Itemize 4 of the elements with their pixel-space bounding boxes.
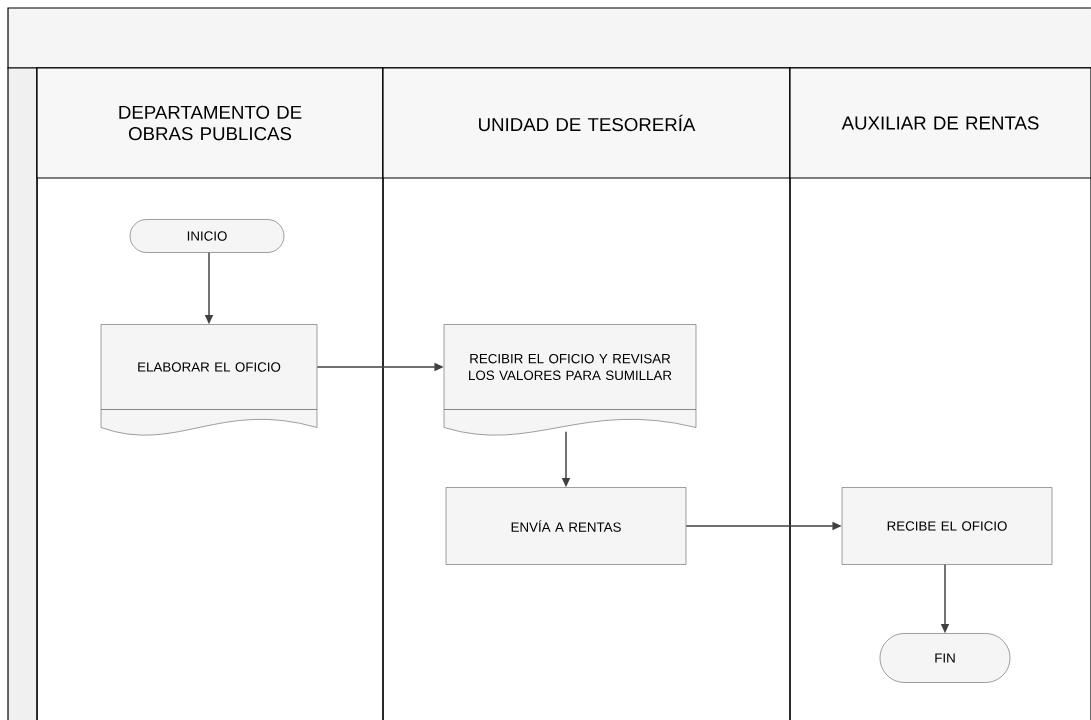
process-box: ENVÍA A RENTAS	[445, 487, 687, 565]
process-box: RECIBE EL OFICIO	[841, 487, 1053, 565]
terminator: FIN	[879, 633, 1011, 683]
terminator: INICIO	[129, 219, 285, 253]
